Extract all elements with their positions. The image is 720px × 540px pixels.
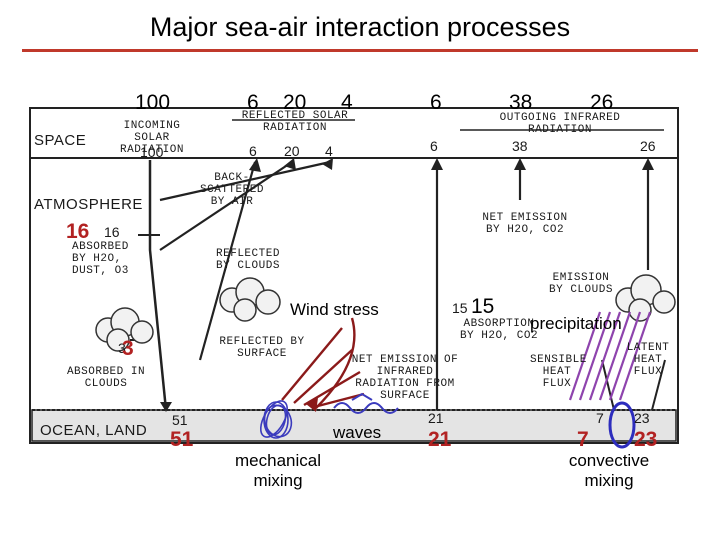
net-emission-label: NET EMISSION BY H2O, CO2 xyxy=(482,212,568,236)
reflected-surface-label: REFLECTED BY SURFACE xyxy=(219,336,305,360)
atmosphere-absorbed-value: 16 xyxy=(66,220,90,243)
reflected-value-1: 20 xyxy=(284,143,300,159)
figure-frame xyxy=(29,107,679,444)
sensible-label: SENSIBLE HEAT FLUX xyxy=(530,354,587,390)
top-number-net-emission: 38 xyxy=(509,91,533,114)
absorption-label: ABSORPTION BY H2O, CO2 xyxy=(459,318,539,342)
surface-absorbed-value: 51 xyxy=(170,428,194,451)
wind-stress-label: Wind stress xyxy=(290,300,379,319)
outgoing-value-0: 6 xyxy=(430,138,438,154)
sensible-line xyxy=(601,359,615,411)
surface-ir-arrowhead xyxy=(431,158,443,170)
latent-line xyxy=(651,359,666,411)
space-label: SPACE xyxy=(34,132,87,149)
backscatter-arrowhead xyxy=(322,158,333,170)
top-number-cloud-emission: 26 xyxy=(590,91,614,114)
convective-mixing-ellipse xyxy=(608,401,636,449)
reflected-clouds-arrowhead xyxy=(284,158,296,170)
precipitation-label: precipitation xyxy=(530,314,622,333)
net-ir-label: NET EMISSION OF INFRARED RADIATION FROM … xyxy=(351,354,459,402)
incoming-solar-arrowhead xyxy=(160,402,172,412)
mechanical-mixing-label: mechanical mixing xyxy=(235,451,321,490)
top-number-surface-ir: 6 xyxy=(430,91,442,114)
top-number-reflected-clouds: 20 xyxy=(283,91,307,114)
title-underline xyxy=(22,49,698,52)
reflected-clouds-line xyxy=(159,161,293,251)
reflected-solar-label: REFLECTED SOLAR RADIATION xyxy=(241,110,349,134)
wind-arrowhead xyxy=(306,398,318,412)
incoming-solar-value: 100 xyxy=(140,144,164,160)
atmosphere-figure-value: 16 xyxy=(104,224,120,240)
surface-figure-value-0: 51 xyxy=(172,412,188,428)
convective-mixing-label: convective mixing xyxy=(568,451,650,490)
waves-label: waves xyxy=(333,423,382,442)
absorption-overlay-value: 15 xyxy=(471,295,495,318)
atmosphere-label: ATMOSPHERE xyxy=(34,196,143,213)
ocean-land-label: OCEAN, LAND xyxy=(40,422,148,439)
latent-label: LATENT HEAT FLUX xyxy=(626,342,670,378)
absorbed-clouds-label: ABSORBED IN CLOUDS xyxy=(66,366,146,390)
outgoing-ir-label: OUTGOING INFRARED RADIATION xyxy=(499,112,621,136)
cloud-absorbed-value: 3 xyxy=(122,337,134,360)
reflected-surface-arrowhead xyxy=(249,158,261,172)
wind-stress-arrows xyxy=(281,317,365,409)
precipitation-hatch xyxy=(568,311,652,401)
top-number-reflected-surface: 4 xyxy=(341,91,353,114)
top-number-incoming: 100 xyxy=(135,91,171,114)
absorption-figure-value: 15 xyxy=(452,300,468,316)
net-emission-arrowhead xyxy=(514,158,526,170)
latent-heat-value: 23 xyxy=(634,428,658,451)
reflected-value-0: 6 xyxy=(249,143,257,159)
incoming-solar-path xyxy=(148,160,168,411)
surface-ir-value: 21 xyxy=(428,428,452,451)
reflected-surface-line xyxy=(198,161,257,361)
surface-figure-value-3: 23 xyxy=(634,410,650,426)
cloud-figure-value: 3 xyxy=(118,340,126,356)
reflected-value-2: 4 xyxy=(325,143,333,159)
reflected-clouds-label: REFLECTED BY CLOUDS xyxy=(216,248,280,272)
waves-drawing xyxy=(333,392,399,414)
slide-title: Major sea-air interaction processes xyxy=(149,12,571,42)
absorbed-h2o-label: ABSORBED BY H2O, DUST, O3 xyxy=(72,241,129,277)
sensible-heat-value: 7 xyxy=(577,428,589,451)
cloud-center xyxy=(219,277,281,322)
incoming-solar-label: INCOMING SOLAR RADIATION xyxy=(120,120,184,156)
surface-figure-value-2: 7 xyxy=(596,410,604,426)
cloud-emission-arrowhead xyxy=(642,158,654,170)
backscattered-label: BACK- SCATTERED BY AIR xyxy=(200,172,264,208)
mechanical-mixing-loops xyxy=(259,400,293,439)
cloud-left xyxy=(95,307,154,352)
emission-clouds-label: EMISSION BY CLOUDS xyxy=(549,272,613,296)
outgoing-value-1: 38 xyxy=(512,138,528,154)
backscatter-line xyxy=(159,160,331,202)
top-number-reflected-air: 6 xyxy=(247,91,259,114)
cloud-right xyxy=(615,274,676,322)
outgoing-value-2: 26 xyxy=(640,138,656,154)
surface-figure-value-1: 21 xyxy=(428,410,444,426)
ocean-band xyxy=(31,409,677,442)
